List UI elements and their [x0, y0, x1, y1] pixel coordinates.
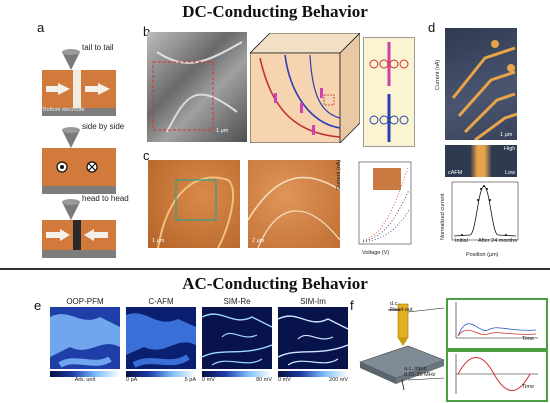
- bottom-electrode-label: Bottom electrode: [43, 107, 85, 113]
- panel-a: [40, 30, 140, 260]
- panel-f-dc-label: d.c.: [390, 301, 399, 307]
- panel-f-ac-label: a.c. input: [404, 366, 427, 372]
- panel-d-cafm-label: cAFM: [448, 170, 463, 176]
- ac-section-title: AC-Conducting Behavior: [182, 274, 368, 293]
- panel-b-domain-wall-inset: [363, 37, 415, 147]
- dc-section-title: DC-Conducting Behavior: [182, 2, 368, 21]
- panel-f-readout-label: Read-out: [390, 307, 413, 313]
- map-image: [202, 307, 272, 369]
- section-divider: [0, 268, 550, 270]
- map-title: OOP-PFM: [66, 297, 104, 306]
- panel-a-label: a: [37, 20, 45, 35]
- colorbar-max: 5 pA: [184, 377, 196, 383]
- panel-e-map-oop-pfm: OOP-PFM Arb. unit: [50, 297, 120, 383]
- panel-f-time-label-2: Time: [522, 384, 535, 390]
- map-title: SIM-Im: [300, 297, 326, 306]
- config-side-by-side: side by side: [82, 122, 125, 131]
- panel-b-scale: 1 μm: [216, 128, 229, 134]
- panel-c-scale-2: 2 μm: [252, 238, 265, 244]
- panel-d-profile-chart: [448, 180, 520, 250]
- colorbar-min: 0 mV: [278, 377, 291, 383]
- panel-b-label: b: [143, 24, 150, 39]
- config-head-to-head: head to head: [82, 194, 129, 203]
- panel-d-chart-xlabel: Position (μm): [466, 252, 499, 258]
- panel-f-time-label-1: Time: [522, 336, 535, 342]
- panel-c-scale-1: 1 μm: [152, 238, 165, 244]
- panel-c-ylabel: Current (nA): [336, 159, 342, 190]
- colorbar-labels: 0 mV 200 mV: [278, 377, 348, 385]
- panel-c-xlabel: Voltage (V): [362, 250, 390, 256]
- map-image: [50, 307, 120, 369]
- panel-d-cafm-strip: [445, 145, 517, 177]
- colorbar-min: 0 pA: [126, 377, 138, 383]
- panel-e-map-sim-im: SIM-Im 0 mV 200 mV: [278, 297, 348, 385]
- panel-f-readout-plot: [446, 298, 548, 350]
- colorbar-labels: 0 pA 5 pA: [126, 377, 196, 385]
- colorbar-max: 200 mV: [329, 377, 348, 383]
- colorbar: [50, 371, 120, 377]
- panel-c-afm-image-2: [247, 160, 341, 249]
- panel-d-chart-ylabel: Normalized current: [440, 193, 446, 240]
- panel-c-iv-chart: [353, 160, 413, 256]
- panel-d-scale: 1 μm: [500, 132, 513, 138]
- panel-e-label: e: [34, 298, 42, 313]
- panel-d-label: d: [428, 20, 436, 35]
- map-image: [278, 307, 348, 369]
- colorbar: [126, 371, 196, 377]
- panel-d-legend-initial: Initial: [455, 238, 468, 244]
- map-image: [126, 307, 196, 369]
- panel-e-map-c-afm: C-AFM 0 pA 5 pA: [126, 297, 196, 385]
- panel-c-label: c: [143, 148, 150, 163]
- panel-f-setup-schematic: [358, 300, 446, 396]
- panel-d-low-label: Low: [505, 170, 516, 176]
- panel-c-afm-image-1: [148, 160, 240, 249]
- panel-f-freq-label: 0.01-20 MHz: [404, 372, 436, 378]
- panel-b-schematic: [249, 32, 361, 144]
- panel-e-map-sim-re: SIM-Re 0 mV 80 mV: [202, 297, 272, 385]
- panel-f-input-plot: [446, 350, 548, 402]
- panel-d-cafm-map: [445, 28, 518, 142]
- panel-f-label: f: [350, 298, 354, 313]
- colorbar-unit: Arb. unit: [74, 377, 96, 383]
- config-tail-to-tail: tail to tail: [82, 43, 114, 52]
- panel-d-ylabel-top: Current (nA): [435, 59, 441, 90]
- colorbar: [202, 371, 272, 377]
- colorbar: [278, 371, 348, 377]
- panel-d-high-label: High: [504, 146, 516, 152]
- map-title: C-AFM: [148, 297, 174, 306]
- panel-d-legend-after: After 24 months: [478, 238, 517, 244]
- colorbar-min: 0 mV: [202, 377, 215, 383]
- colorbar-max: 80 mV: [256, 377, 272, 383]
- panel-b-tem-image: [147, 32, 247, 142]
- colorbar-labels: 0 mV 80 mV: [202, 377, 272, 385]
- map-title: SIM-Re: [223, 297, 251, 306]
